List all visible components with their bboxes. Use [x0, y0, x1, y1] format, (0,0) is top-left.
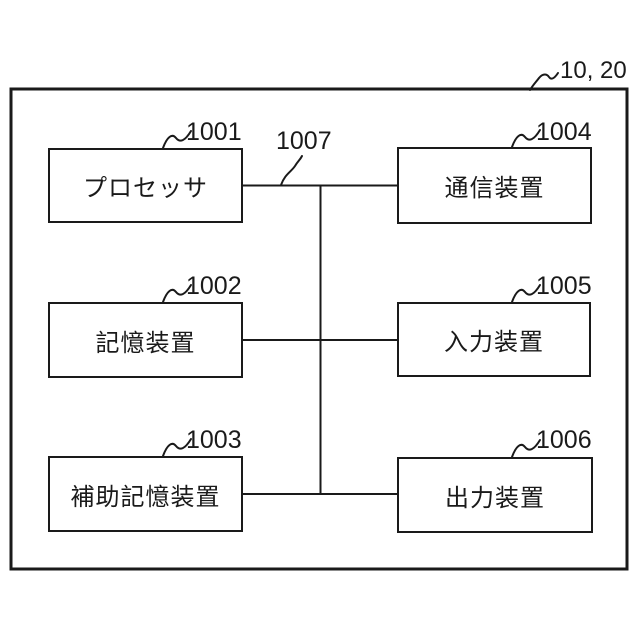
block-output: 出力装置 — [397, 457, 593, 533]
block-input: 入力装置 — [397, 302, 591, 377]
outer-frame — [9, 87, 629, 571]
ref-label-outer-frame: 10, 20 — [560, 57, 627, 84]
block-processor-label: プロセッサ — [83, 175, 208, 202]
ref-label-bus: 1007 — [276, 127, 332, 155]
leader-1006 — [511, 439, 541, 458]
block-auxiliary-storage: 補助記憶装置 — [48, 456, 243, 532]
ref-label-1004: 1004 — [536, 118, 592, 146]
leader-1007 — [280, 155, 303, 186]
leader-1002 — [162, 284, 192, 303]
block-input-label: 入力装置 — [444, 329, 544, 356]
block-storage-label: 記憶装置 — [95, 329, 196, 357]
leader-outer — [529, 72, 559, 91]
block-communication: 通信装置 — [397, 147, 592, 224]
leader-1001 — [162, 130, 192, 149]
leader-1004 — [511, 129, 541, 148]
leader-1005 — [511, 284, 541, 303]
block-communication-label: 通信装置 — [444, 175, 545, 202]
ref-label-1006: 1006 — [536, 426, 592, 454]
ref-label-1002: 1002 — [186, 272, 242, 300]
leader-1003 — [162, 438, 192, 457]
block-processor: プロセッサ — [48, 148, 243, 223]
block-storage: 記憶装置 — [48, 302, 243, 378]
ref-label-1001: 1001 — [186, 118, 242, 146]
block-auxiliary-storage-label: 補助記憶装置 — [70, 483, 221, 511]
ref-label-1005: 1005 — [536, 272, 592, 300]
ref-label-1003: 1003 — [186, 426, 242, 454]
block-output-label: 出力装置 — [445, 484, 545, 512]
